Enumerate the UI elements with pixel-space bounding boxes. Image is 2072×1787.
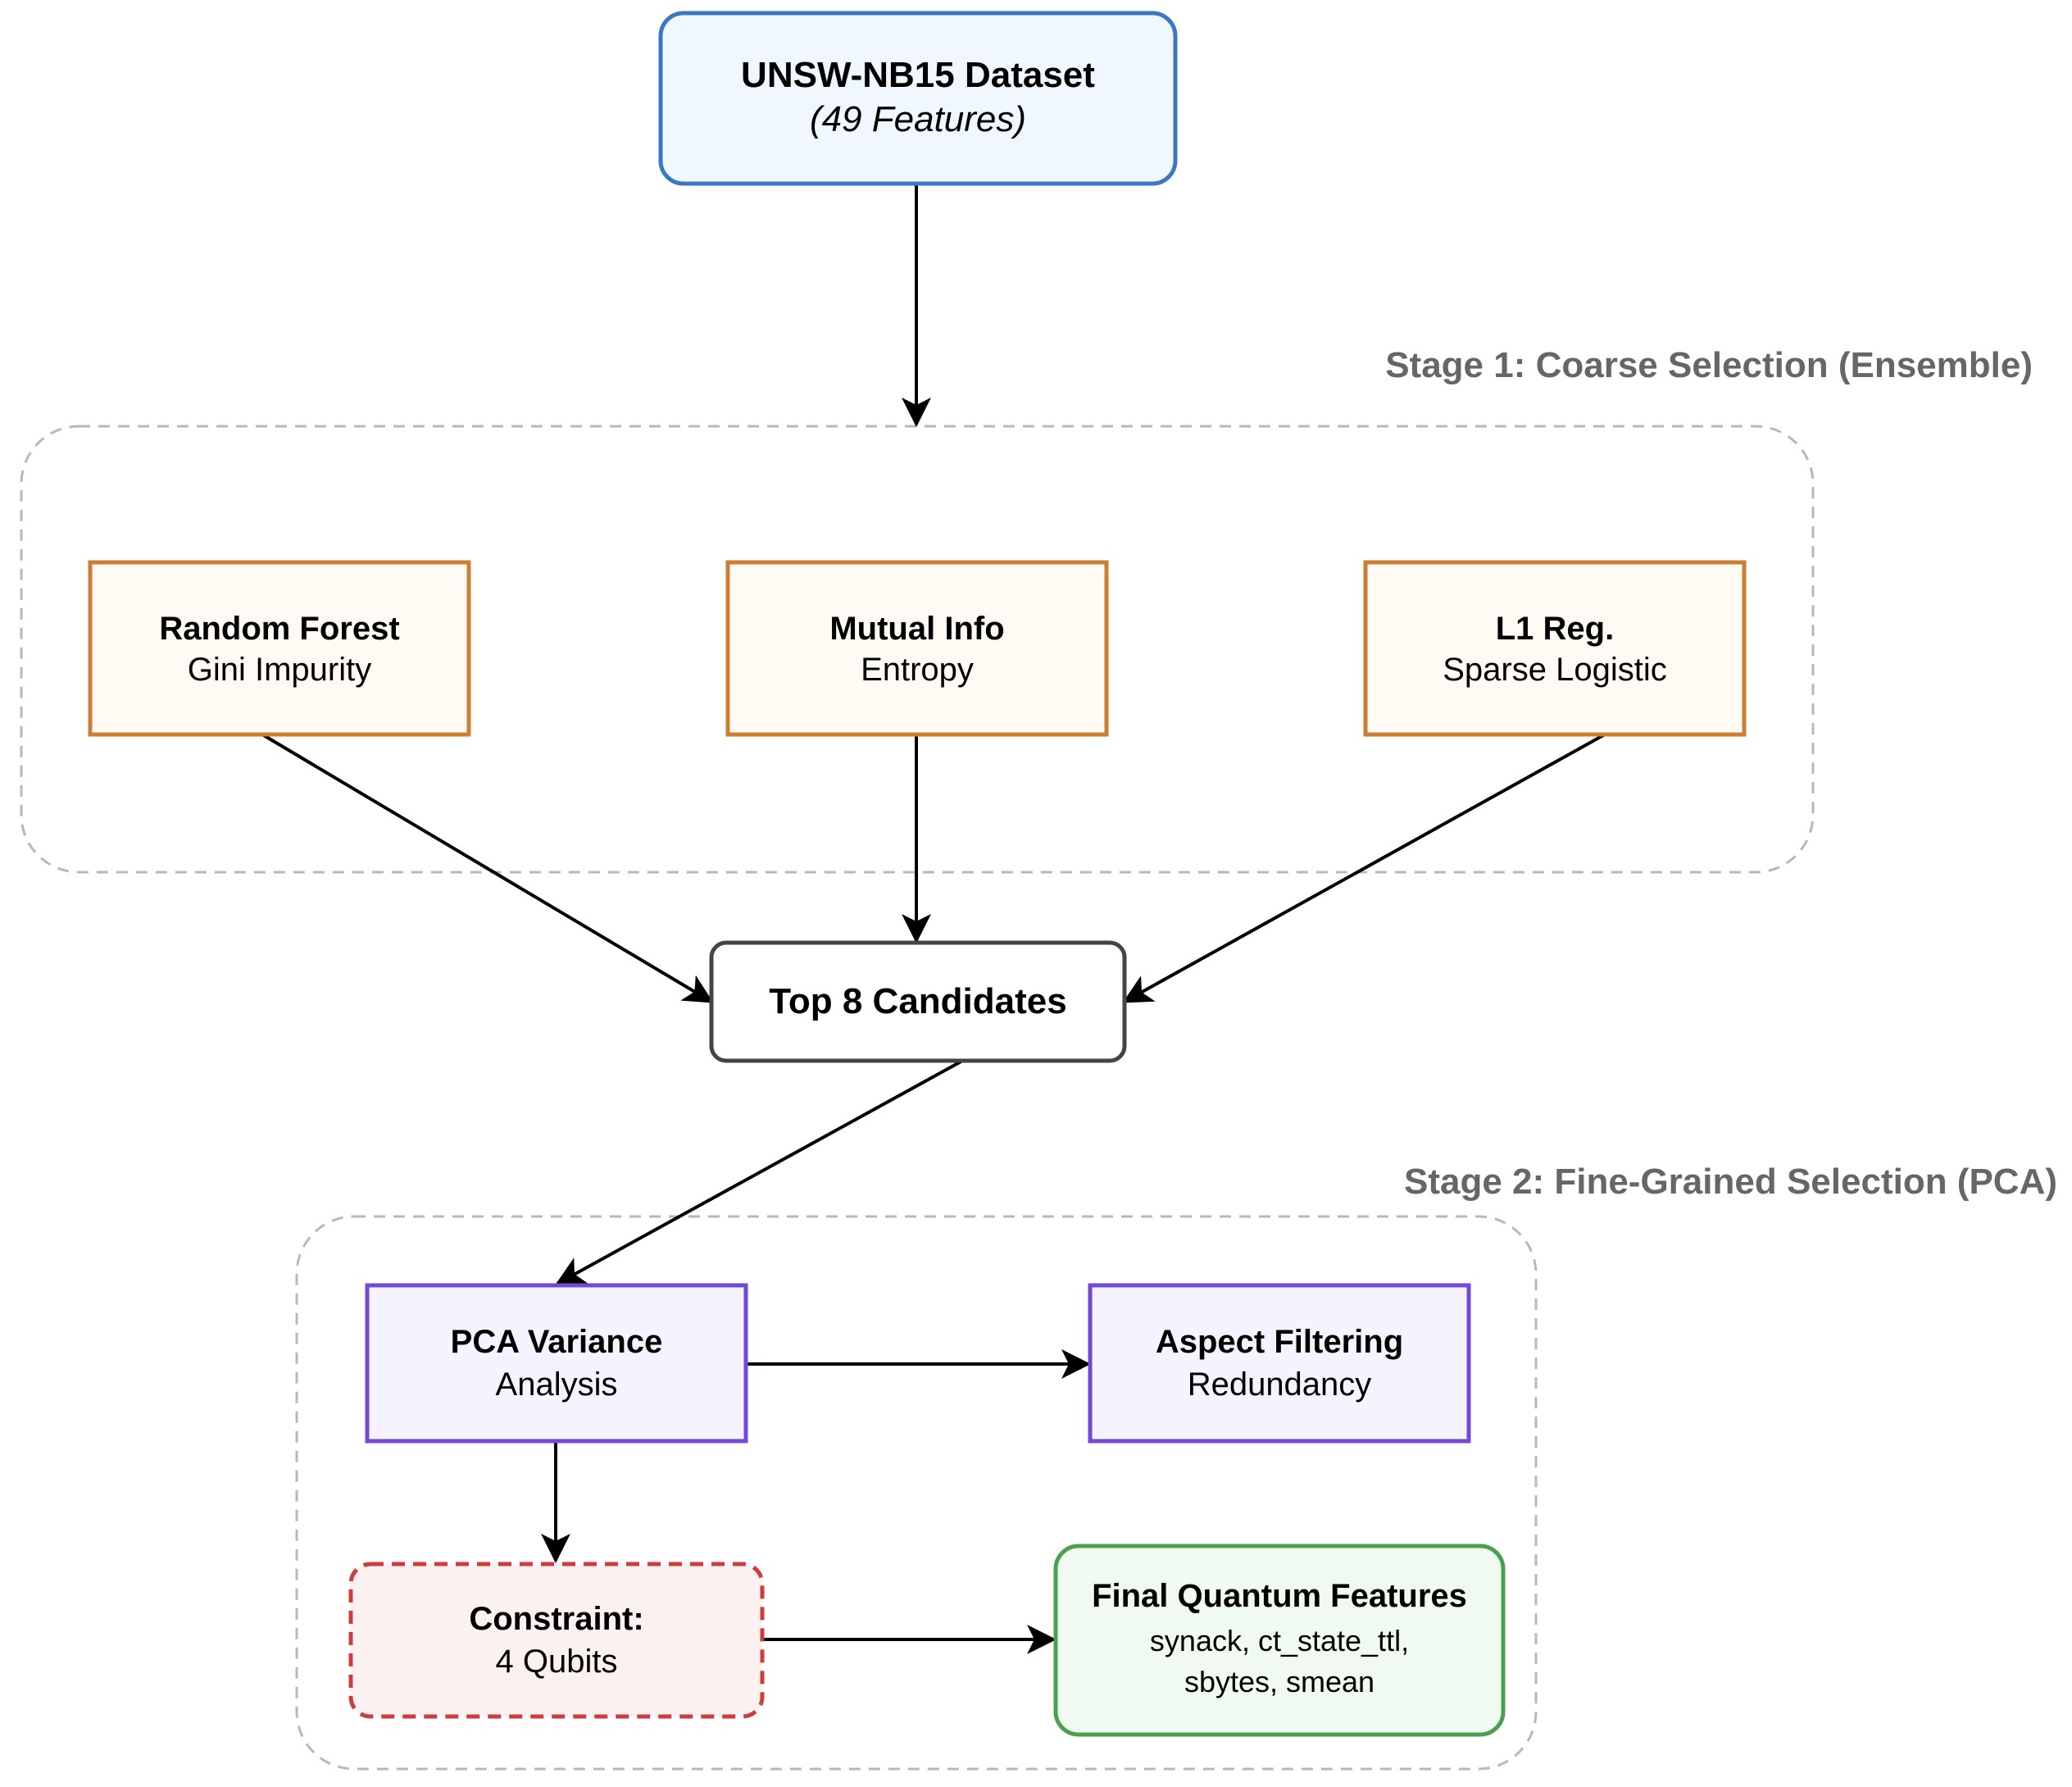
stage2-label: Stage 2: Fine-Grained Selection (PCA) <box>1404 1162 2057 1202</box>
final-title: Final Quantum Features <box>1092 1578 1467 1614</box>
method-subtitle: Gini Impurity <box>188 652 372 688</box>
final-features-node[interactable]: Final Quantum Features synack, ct_state_… <box>1053 1544 1506 1737</box>
final-features-line1: synack, ct_state_ttl, <box>1150 1624 1409 1657</box>
method-title: Mutual Info <box>829 611 1004 647</box>
constraint-title: Constraint: <box>469 1601 643 1637</box>
method-node-mutual-info[interactable]: Mutual Info Entropy <box>725 560 1109 737</box>
method-node-random-forest[interactable]: Random Forest Gini Impurity <box>88 560 471 737</box>
stage1-label: Stage 1: Coarse Selection (Ensemble) <box>1385 345 2033 385</box>
constraint-node[interactable]: Constraint: 4 Qubits <box>348 1562 765 1719</box>
method-title: Random Forest <box>159 611 399 647</box>
connectors <box>261 185 1606 1654</box>
aspect-subtitle: Redundancy <box>1188 1366 1372 1403</box>
method-node-l1-reg[interactable]: L1 Reg. Sparse Logistic <box>1363 560 1747 737</box>
candidates-title: Top 8 Candidates <box>769 981 1066 1021</box>
candidates-node[interactable]: Top 8 Candidates <box>709 940 1127 1063</box>
pca-node[interactable]: PCA Variance Analysis <box>365 1283 748 1444</box>
dataset-subtitle: (49 Features) <box>810 99 1026 139</box>
pca-subtitle: Analysis <box>496 1366 618 1403</box>
arrow-l1-to-candidates <box>1122 733 1606 1003</box>
pca-title: PCA Variance <box>451 1324 663 1360</box>
dataset-node[interactable]: UNSW-NB15 Dataset (49 Features) <box>658 11 1178 186</box>
arrow-candidates-to-pca <box>555 1057 966 1285</box>
method-subtitle: Entropy <box>861 652 974 688</box>
method-title: L1 Reg. <box>1496 611 1614 647</box>
constraint-subtitle: 4 Qubits <box>496 1644 618 1680</box>
stage2-container <box>295 1215 1538 1771</box>
dataset-title: UNSW-NB15 Dataset <box>741 55 1095 95</box>
arrow-rf-to-candidates <box>261 733 714 1003</box>
final-features-line2: sbytes, smean <box>1184 1665 1375 1698</box>
stage1-container <box>20 425 1815 874</box>
method-subtitle: Sparse Logistic <box>1443 652 1666 688</box>
aspect-filtering-node[interactable]: Aspect Filtering Redundancy <box>1088 1283 1471 1444</box>
aspect-title: Aspect Filtering <box>1156 1324 1403 1360</box>
